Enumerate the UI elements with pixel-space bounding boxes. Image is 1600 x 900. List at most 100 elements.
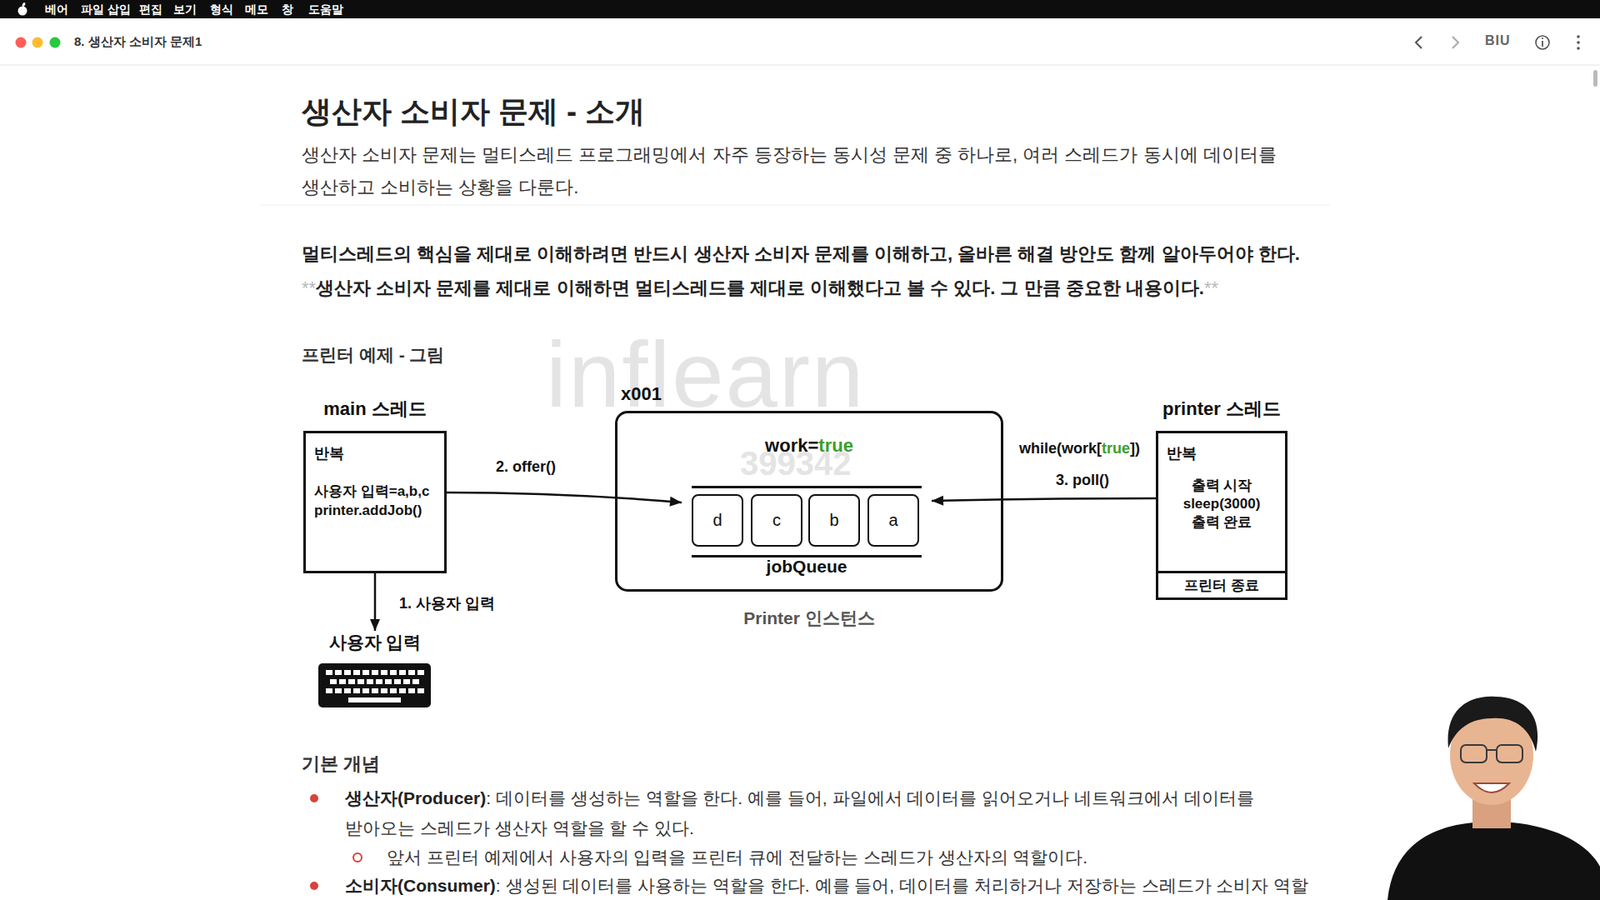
bullet-dot [310, 794, 319, 803]
edge-label: 1. 사용자 입력 [396, 593, 498, 614]
intro-paragraph: 생산자 소비자 문제는 멀티스레드 프로그래밍에서 자주 등장하는 동시성 문제… [301, 138, 1290, 204]
connector-line [446, 492, 682, 503]
menu-item-text: 파일 삽입 [80, 2, 131, 16]
menu-bar [0, 0, 1600, 19]
sub-bullet-circle [353, 853, 362, 862]
loop-condition-text: true [1101, 440, 1130, 457]
bullet-item-text: : 생성된 데이터를 사용하는 역할을 한다. 예를 들어, 데이터를 처리하거… [495, 875, 1309, 895]
menu-item: 형식 [210, 1, 234, 17]
emphasis-line-text: ** [1204, 277, 1219, 299]
menu-item: 편집 [139, 1, 163, 17]
menu-item-text: 베어 [45, 2, 69, 16]
title-separator [0, 65, 1600, 66]
connector [446, 492, 682, 507]
apple-logo [18, 1, 28, 15]
connector-line [931, 498, 1156, 501]
menu-item: 창 [281, 1, 294, 17]
sub-bullet-item-text: 앞서 프린터 예제에서 사용자의 입력을 프린터 큐에 전달하는 스레드가 생산… [386, 847, 1088, 867]
sub-bullet-item: 앞서 프린터 예제에서 사용자의 입력을 프린터 큐에 전달하는 스레드가 생산… [386, 843, 1304, 872]
menu-item: 도움말 [308, 1, 344, 17]
menu-item-text: 보기 [173, 2, 197, 16]
node-text: jobQueue [681, 556, 932, 577]
node-text: b [829, 510, 839, 530]
window-title: 8. 생산자 소비자 문제1 [74, 34, 202, 50]
node-text: 사용자 입력 [311, 630, 439, 655]
section-heading-text: 기본 개념 [301, 753, 380, 775]
state-text: true [818, 435, 854, 456]
node-text: printer 스레드 [1162, 396, 1281, 422]
back-icon [1415, 36, 1422, 49]
bullet-item-text: 소비자(Consumer) [345, 875, 496, 895]
forward-icon [1452, 36, 1459, 49]
bullet-dot [310, 881, 319, 890]
format-toolbar: BIU [1485, 33, 1511, 49]
menu-item-text: 편집 [139, 2, 163, 16]
connector [370, 573, 380, 631]
edge-label: 3. poll() [1053, 471, 1112, 490]
menu-item: 베어 [45, 1, 69, 17]
emphasis-line-text: ** [301, 277, 316, 299]
node-text: main 스레드 [323, 396, 426, 422]
format-toolbar-text: BIU [1485, 33, 1511, 48]
job-queue: jobQueue d c b a [681, 481, 932, 582]
edge-label: 2. offer() [493, 458, 559, 476]
close-button [15, 37, 27, 49]
keyboard-icon [318, 663, 431, 708]
section-heading-text: 프린터 예제 - 그림 [301, 345, 445, 365]
loop-condition: while(work[true]) [1006, 440, 1153, 458]
input-device: 사용자 입력 [311, 630, 439, 710]
minimize-button [32, 37, 44, 49]
thread-footer: 프린터 종료 [1158, 570, 1285, 598]
zoom-button [50, 37, 61, 49]
intro-paragraph-text: 생산자 소비자 문제는 멀티스레드 프로그래밍에서 자주 등장하는 동시성 문제… [301, 144, 1277, 198]
emphasis-line: **생산자 소비자 문제를 제대로 이해하면 멀티스레드를 제대로 이해했다고 … [301, 273, 1302, 304]
queue-cell: d [691, 494, 744, 547]
node-text: c [772, 510, 781, 530]
window-title-bar [0, 18, 1600, 65]
arrow-head [370, 619, 380, 631]
emphasis-line: 멀티스레드의 핵심을 제대로 이해하려면 반드시 생산자 소비자 문제를 이해하… [301, 239, 1302, 270]
menu-item: 메모 [245, 1, 269, 17]
menu-item-text: 형식 [210, 2, 234, 16]
loop-condition-text: ]) [1130, 440, 1140, 457]
node-text: 사용자 입력=a,b,c printer.addJob() [314, 481, 438, 520]
connector [931, 495, 1156, 506]
node-text: 반복 [314, 443, 445, 464]
paragraph-separator [260, 205, 1330, 206]
state-line: work=true [617, 435, 1001, 457]
node-text: x001 [620, 383, 662, 405]
scrollbar [1593, 70, 1598, 87]
arrow-head [931, 495, 944, 506]
node-text: 출력 시작 sleep(3000) 출력 완료 [1170, 476, 1273, 532]
instance-box: x001work=truePrinter 인스턴스jobQueuedcba [615, 410, 1004, 592]
bullet-item: 생산자(Producer): 데이터를 생성하는 역할을 한다. 예를 들어, … [345, 783, 1287, 844]
node-text: 프린터 종료 [1184, 575, 1260, 595]
instructor-webcam [1387, 696, 1600, 900]
page-title: 생산자 소비자 문제 - 소개 [301, 91, 645, 133]
menu-item: 보기 [173, 1, 197, 17]
section-heading: 프린터 예제 - 그림 [301, 343, 445, 367]
node-text: Printer 인스턴스 [617, 606, 1001, 630]
node-text: d [712, 510, 722, 530]
window-title-text: 8. 생산자 소비자 문제1 [74, 34, 202, 49]
menu-item-text: 메모 [245, 2, 269, 16]
arrow-head [670, 496, 682, 507]
loop-condition-text: while(work[ [1019, 440, 1102, 457]
node-text: a [888, 510, 898, 530]
menu-item: 파일 삽입 [80, 1, 131, 17]
info-icon [1535, 35, 1550, 50]
node-text: 반복 [1166, 443, 1285, 464]
thread-box: printer 스레드반복출력 시작 sleep(3000) 출력 완료프린터 … [1155, 430, 1288, 600]
bullet-item: 소비자(Consumer): 생성된 데이터를 사용하는 역할을 한다. 예를 … [345, 872, 1309, 900]
emphasis-line-text: 멀티스레드의 핵심을 제대로 이해하려면 반드시 생산자 소비자 문제를 이해하… [301, 243, 1300, 265]
section-heading: 기본 개념 [301, 751, 380, 777]
queue-cell: c [750, 494, 803, 547]
queue-cell: a [867, 494, 920, 547]
menu-item-text: 도움말 [308, 2, 344, 16]
queue-cell: b [808, 494, 860, 547]
state-text: work= [765, 435, 819, 456]
thread-box: main 스레드반복사용자 입력=a,b,c printer.addJob() [303, 430, 447, 574]
emphasis-line-text: 생산자 소비자 문제를 제대로 이해하면 멀티스레드를 제대로 이해했다고 볼 … [315, 277, 1205, 299]
more-icon [1576, 35, 1580, 50]
